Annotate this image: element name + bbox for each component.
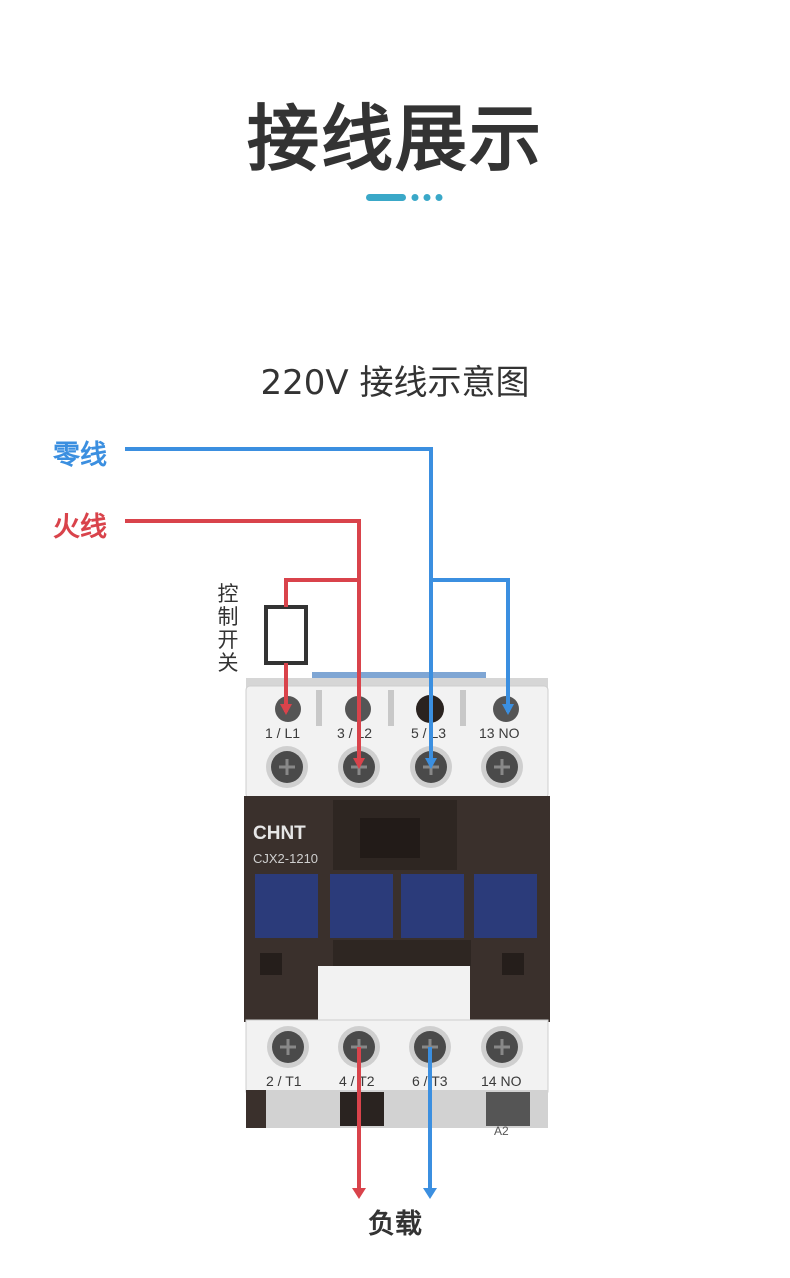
live-arrow-l2 [353, 758, 365, 769]
neutral-label: 零线 [53, 440, 107, 471]
live-wire [125, 519, 361, 765]
neutral-arrow-l3 [425, 758, 437, 769]
live-arrow-l1 [280, 704, 292, 715]
page-title: 接线展示 [246, 97, 543, 181]
terminal-label-l3: 5 / L3 [411, 725, 446, 741]
terminal-label-14no: 14 NO [481, 1073, 522, 1089]
neutral-wire-to-13no [431, 578, 510, 712]
terminal-label-t1: 2 / T1 [266, 1073, 302, 1089]
neutral-wire [125, 447, 433, 765]
terminal-label-l2: 3 / L2 [337, 725, 372, 741]
bottom-terminal-screws [267, 1026, 523, 1068]
load-arrow-blue [423, 1188, 437, 1199]
switch-label: 控制开关 [217, 582, 239, 675]
live-wire-to-switch [284, 578, 359, 607]
terminal-label-13no: 13 NO [479, 725, 520, 741]
live-label: 火线 [53, 512, 107, 543]
model-label: CJX2-1210 [253, 851, 318, 866]
terminal-label-t2: 4 / T2 [339, 1073, 375, 1089]
title-decoration [366, 194, 443, 201]
load-label: 负载 [368, 1209, 422, 1240]
terminal-label-l1: 1 / L1 [265, 725, 300, 741]
coil-label: A2 [494, 1124, 509, 1138]
load-arrow-red [352, 1188, 366, 1199]
diagram-subtitle: 220V 接线示意图 [260, 363, 530, 403]
brand-logo: CHNT [253, 823, 306, 844]
control-switch [264, 605, 308, 665]
neutral-arrow-13no [502, 704, 514, 715]
